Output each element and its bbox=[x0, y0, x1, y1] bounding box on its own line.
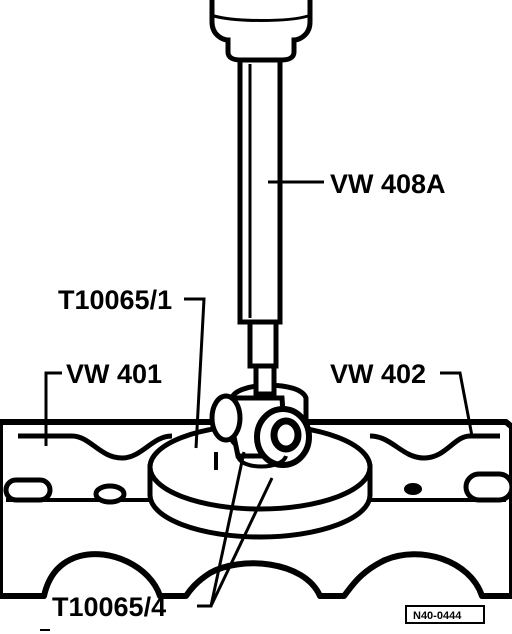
leader-press-piece bbox=[184, 297, 206, 449]
press-tool-handle bbox=[209, 0, 313, 63]
adapter-ring-inner bbox=[270, 417, 302, 453]
plate-recess-right bbox=[369, 433, 500, 461]
plate-hole-left bbox=[93, 483, 127, 505]
leader-bottom-piece-2 bbox=[209, 477, 274, 607]
label-support-right: VW 402 bbox=[330, 359, 426, 389]
press-tool-shaft bbox=[237, 57, 283, 325]
adapter-plug bbox=[236, 454, 288, 469]
leader-support-right bbox=[440, 371, 474, 437]
leader-support-left bbox=[44, 371, 62, 446]
label-press-tool: VW 408A bbox=[330, 169, 446, 199]
label-press-piece: T10065/1 bbox=[58, 285, 172, 315]
adapter-assembly bbox=[209, 393, 312, 469]
press-tool-tip bbox=[253, 363, 277, 397]
plate-slot-left bbox=[3, 477, 53, 503]
callout-leaders bbox=[44, 180, 474, 608]
label-support-left: VW 401 bbox=[66, 359, 162, 389]
adapter-knob bbox=[209, 393, 243, 443]
figure-ref-frame bbox=[405, 605, 485, 624]
label-bottom-piece: T10065/4 bbox=[52, 592, 166, 622]
plate-hole-right bbox=[404, 483, 422, 495]
figure-ref-box: N40-0444 bbox=[405, 605, 485, 624]
plate-recess-left bbox=[18, 433, 173, 461]
plate-slot-right bbox=[463, 471, 512, 503]
press-tool bbox=[209, 0, 313, 397]
press-tool-lower bbox=[247, 319, 279, 369]
figure-ref-text: N40-0444 bbox=[413, 610, 462, 622]
press-tool-handle-band bbox=[213, 14, 309, 22]
